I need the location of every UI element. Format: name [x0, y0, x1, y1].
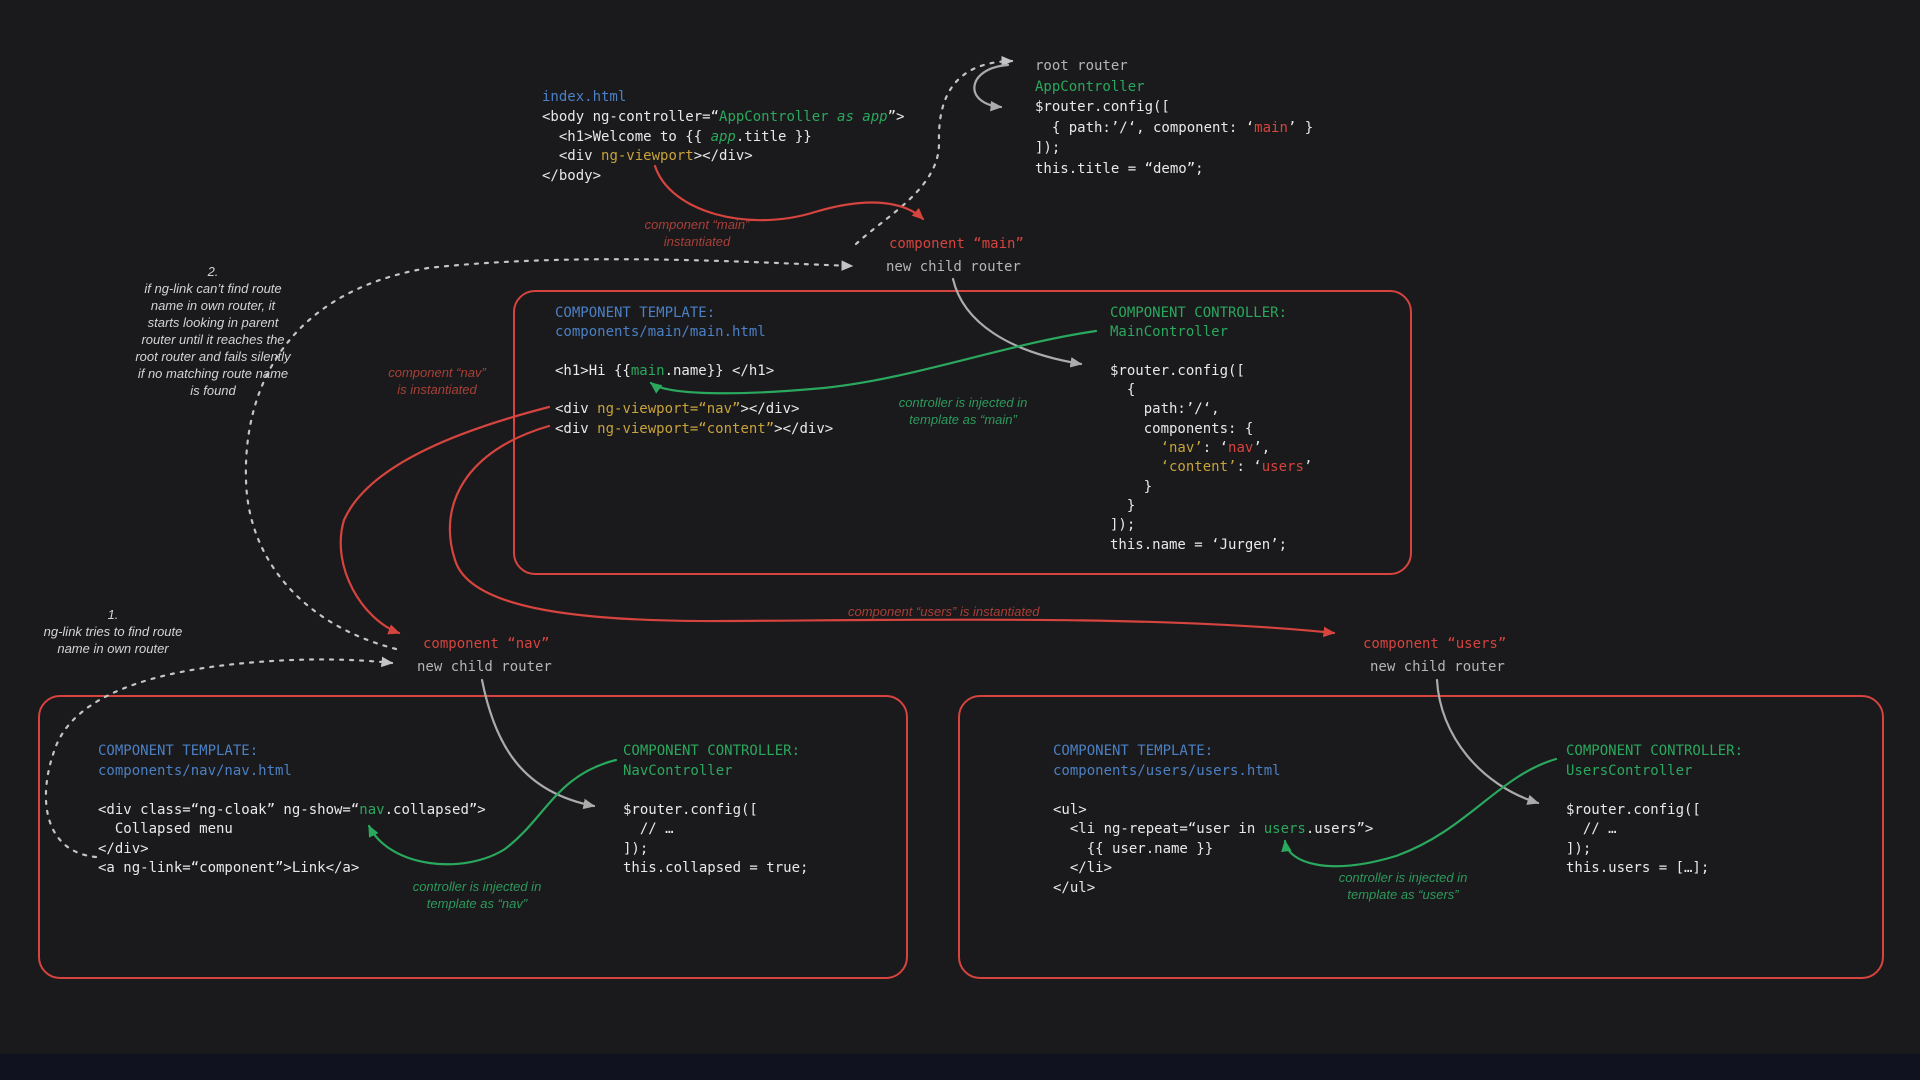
- users-component-box: [958, 695, 1884, 979]
- users-instantiated-note: component “users” is instantiated: [848, 604, 1040, 619]
- component-main-label: component “main”: [889, 236, 1024, 252]
- component-nav-label: component “nav”: [423, 636, 550, 652]
- ng-link-step1-note: 1. ng-link tries to find route name in o…: [43, 607, 183, 656]
- main-template-code: COMPONENT TEMPLATE:components/main/main.…: [555, 305, 834, 437]
- users-template-code: COMPONENT TEMPLATE:components/users/user…: [1053, 743, 1374, 896]
- injected-main-note: controller is injected in template as “m…: [898, 395, 1028, 427]
- bottom-bar: [0, 1054, 1920, 1080]
- nav-instantiated-note: component “nav” is instantiated: [388, 365, 486, 397]
- component-users-label: component “users”: [1363, 636, 1507, 652]
- injected-users-note: controller is injected in template as “u…: [1338, 870, 1468, 902]
- users-controller-code: COMPONENT CONTROLLER:UsersController $ro…: [1566, 743, 1744, 876]
- nav-child-router-label: new child router: [417, 659, 552, 675]
- nav-controller-code: COMPONENT CONTROLLER:NavController $rout…: [623, 743, 809, 876]
- nav-template-code: COMPONENT TEMPLATE:components/nav/nav.ht…: [98, 743, 486, 876]
- index-html-code: index.html<body ng-controller=“AppContro…: [542, 89, 905, 185]
- nav-component-box: [38, 695, 908, 979]
- users-child-router-label: new child router: [1370, 659, 1505, 675]
- main-controller-code: COMPONENT CONTROLLER:MainController $rou…: [1110, 305, 1313, 553]
- ng-link-step2-note: 2. if ng-link can’t find route name in o…: [135, 264, 291, 398]
- injected-nav-note: controller is injected in template as “n…: [412, 879, 542, 911]
- main-instantiated-note: component “main” instantiated: [644, 217, 750, 249]
- arrow-root-router-to-config: [973, 63, 1010, 112]
- main-child-router-label: new child router: [886, 259, 1021, 275]
